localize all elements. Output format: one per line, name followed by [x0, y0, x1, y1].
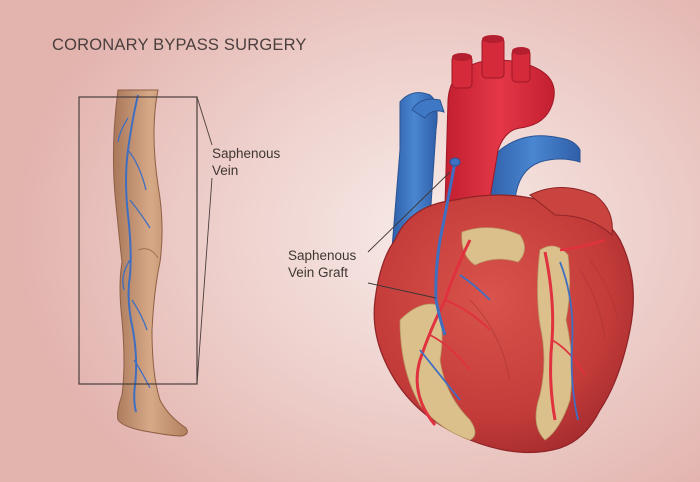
leg-frame [78, 96, 198, 385]
saphenous-vein-label-line2: Vein [212, 163, 239, 178]
heart-illustration [367, 35, 634, 454]
diagram-title: CORONARY BYPASS SURGERY [52, 36, 307, 54]
saphenous-vein-graft [434, 161, 457, 336]
saphenous-vein-graft-label-line1: Saphenous [288, 248, 357, 263]
leg-illustration [78, 89, 213, 437]
saphenous-vein-label: Saphenous Vein [212, 145, 280, 179]
saphenous-vein-graft-label: Saphenous Vein Graft [288, 247, 356, 281]
saphenous-vein-graft-label-line2: Vein Graft [288, 265, 349, 280]
saphenous-vein-label-line1: Saphenous [212, 146, 281, 161]
